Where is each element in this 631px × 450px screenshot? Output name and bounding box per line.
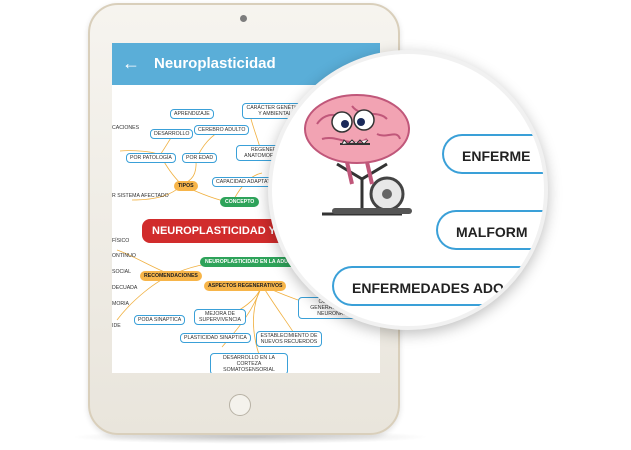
node-adultez[interactable]: NEUROPLASTICIDAD EN LA ADULTEZ [200,257,306,267]
node-cerebro-adulto[interactable]: CEREBRO ADULTO [194,125,250,135]
page-title: Neuroplasticidad [154,55,276,72]
camera-icon [240,15,247,22]
node-plasticidad[interactable]: PLASTICIDAD SINAPTICA [180,333,251,343]
zoom-item-malform[interactable]: MALFORM [436,210,544,250]
node-desarrollo[interactable]: DESARROLLO [150,129,194,139]
brain-on-bike-icon [304,94,412,216]
zoom-magnifier: ENFERME MALFORM ENFERMEDADES ADO [268,50,548,330]
node-aprendizaje[interactable]: APRENDIZAJE [170,109,214,119]
node-mejora[interactable]: MEJORA DE SUPERVIVENCIA [194,309,246,325]
node-social[interactable]: SOCIAL [112,269,132,275]
node-concepto[interactable]: CONCEPTO [220,197,260,207]
arrow-left-icon[interactable]: ← [122,53,140,73]
home-button[interactable] [229,394,251,416]
node-fisico[interactable]: FÍSICO [112,238,130,244]
node-ide[interactable]: IDE [112,323,121,329]
node-adecuada[interactable]: DECUADA [112,285,138,291]
node-tipos[interactable]: TIPOS [174,181,198,191]
zoom-item-enferme[interactable]: ENFERME [442,134,544,174]
node-recomendaciones[interactable]: RECOMENDACIONES [140,271,202,281]
zoom-item-enfermedades-ado[interactable]: ENFERMEDADES ADO [332,266,544,306]
node-sistema[interactable]: R SISTEMA AFECTADO [112,193,169,199]
node-desarrollo-corteza[interactable]: DESARROLLO EN LA CORTEZA SOMATOSENSORIAL [210,353,288,373]
node-por-edad[interactable]: POR EDAD [182,153,218,163]
node-aspectos[interactable]: ASPECTOS REGENERATIVOS [204,281,287,291]
node-poda[interactable]: PODA SINAPTICA [134,315,186,325]
node-caciones[interactable]: CACIONES [112,125,140,131]
node-establecimiento[interactable]: ESTABLECIMIENTO DE NUEVOS RECUERDOS [256,331,322,347]
main-topic-node[interactable]: NEUROPLASTICIDAD Y A [142,219,292,243]
node-memoria[interactable]: MORIA [112,301,130,307]
node-continuo[interactable]: ONTINUO [112,253,136,259]
node-por-patologia[interactable]: POR PATOLOGÍA [126,153,176,163]
